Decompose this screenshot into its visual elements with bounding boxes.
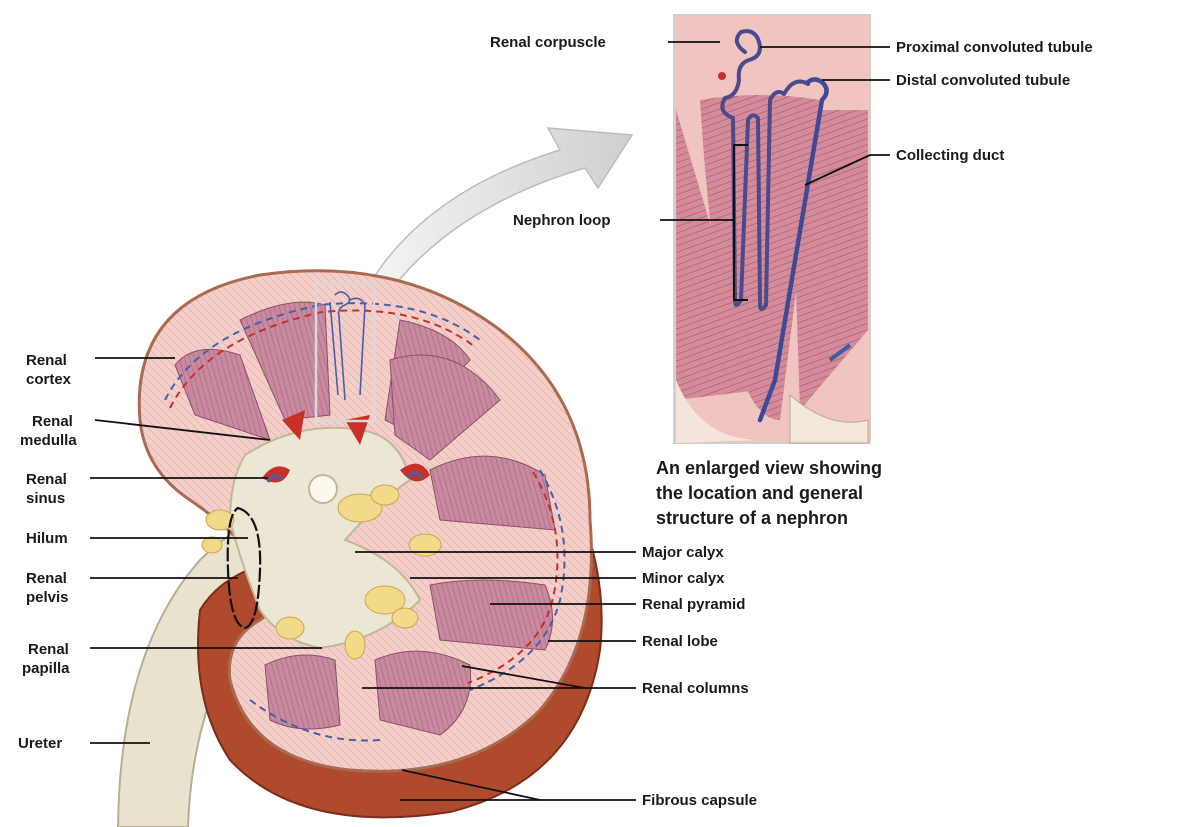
label-collecting-duct: Collecting duct xyxy=(896,146,1004,165)
enlarge-arrow xyxy=(372,128,632,285)
calyx-opening xyxy=(309,475,337,503)
label-ureter: Ureter xyxy=(18,734,62,753)
label-distal-convoluted-tubule: Distal convoluted tubule xyxy=(896,71,1070,90)
label-hilum: Hilum xyxy=(26,529,68,548)
label-fibrous-capsule: Fibrous capsule xyxy=(642,791,757,810)
label-major-calyx: Major calyx xyxy=(642,543,724,562)
label-nephron-loop: Nephron loop xyxy=(513,211,611,230)
label-renal-pyramid: Renal pyramid xyxy=(642,595,745,614)
label-minor-calyx: Minor calyx xyxy=(642,569,725,588)
label-renal-corpuscle: Renal corpuscle xyxy=(490,33,606,52)
label-renal-columns: Renal columns xyxy=(642,679,749,698)
label-renal-lobe: Renal lobe xyxy=(642,632,718,651)
label-proximal-convoluted-tubule: Proximal convoluted tubule xyxy=(896,38,1093,57)
